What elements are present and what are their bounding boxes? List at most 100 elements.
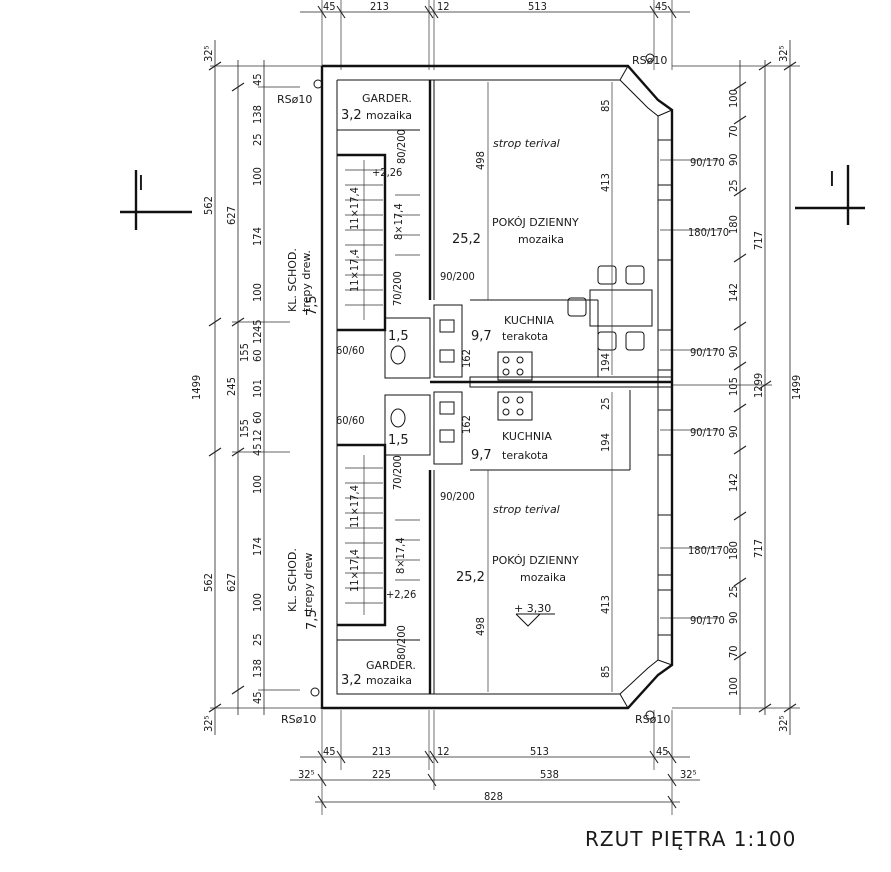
dim-li-14: 45 [251,443,264,456]
dim-ri-1: 70 [727,125,740,138]
dim-ri-14: 100 [727,677,740,696]
dim-li-6: 45 [251,319,264,332]
dim-int-door-top: 90/200 [440,270,475,283]
dim-bot1-3: 513 [530,745,549,758]
dim-int-door-bottom: 90/200 [440,490,475,503]
stair-bottom-a: 11×17,4 [348,485,361,528]
dim-ri-9: 142 [727,473,740,492]
dim-int-wc-bottom: 60/60 [336,414,365,427]
dim-int-10: 85 [599,665,612,678]
dim-li-15: 100 [251,475,264,494]
dim-int-0: 85 [599,99,612,112]
dim-li-9: 60 [251,349,264,362]
dim-int-6: 194 [599,433,612,452]
dim-bot2-0: 32⁵ [298,768,315,781]
section-mark-left: I [138,171,144,195]
dim-int-stair-top: 70/200 [391,271,404,306]
garderoba-top-area: 3,2 [341,108,362,123]
stair-top-a2: 11×17,4 [348,249,361,292]
kuchnia-bottom-finish: terakota [502,449,548,462]
win-label-2: 90/170 [690,346,725,359]
kuchnia-bottom-name: KUCHNIA [502,430,552,443]
dim-int-4: 25 [599,397,612,410]
stair-bottom-a2: 11×17,4 [348,549,361,592]
wc-top-area: 1,5 [388,329,409,344]
dim-ri-13: 70 [727,645,740,658]
stair-top-level: +2,26 [372,166,402,179]
dim-li-3: 100 [251,167,264,186]
pokoj-bottom-note: strop terival [493,503,560,516]
dim-li-4: 174 [251,227,264,246]
pokoj-top-area: 25,2 [452,232,481,247]
dim-li-8: 155 [238,343,251,362]
dim-right-mid-1: 1299 [752,373,765,398]
pokoj-top-note: strop terival [493,137,560,150]
dim-int-5: 162 [460,349,473,368]
section-mark-right: I [829,167,835,191]
dim-right-mid-2: 717 [752,539,765,558]
dim-bot1-1: 213 [372,745,391,758]
dim-left-mid-1: 245 [225,377,238,396]
kuchnia-top-finish: terakota [502,330,548,343]
dim-bot2-1: 225 [372,768,391,781]
win-label-1: 180/170 [688,226,729,239]
garderoba-bottom-finish: mozaika [366,674,412,687]
dim-ri-12: 90 [727,611,740,624]
dim-bot1-4: 45 [656,745,669,758]
dim-ri-5: 142 [727,283,740,302]
dim-overall-width: 828 [484,790,503,803]
dim-int-8: 413 [599,595,612,614]
stair-bottom-b: 8×17,4 [394,537,407,574]
dim-ri-4: 180 [727,215,740,234]
dim-bot1-2: 12 [437,745,450,758]
dim-li-11: 60 [251,411,264,424]
dim-li-13: 12 [251,429,264,442]
dim-left-outer-4: 32⁵ [202,715,215,732]
pokoj-bottom-area: 25,2 [456,570,485,585]
dim-ri-3: 25 [727,179,740,192]
kuchnia-top-name: KUCHNIA [504,314,554,327]
dim-li-7: 12 [251,331,264,344]
dim-left-mid-0: 627 [225,206,238,225]
elevation-label: + 3,30 [514,602,551,615]
dim-int-wc-top: 60/60 [336,344,365,357]
klatka-bottom-finish: trepy drew [302,553,315,612]
pokoj-top-name: POKÓJ DZIENNY [492,216,579,229]
dim-left-outer-3: 562 [202,573,215,592]
dim-ri-6: 90 [727,345,740,358]
stair-bottom-level: +2,26 [386,588,416,601]
dim-li-18: 25 [251,633,264,646]
dim-left-outer-2: 1499 [190,375,203,400]
dim-ri-7: 105 [727,377,740,396]
klatka-top-name: KL. SCHOD. [286,248,299,312]
dim-ri-10: 180 [727,541,740,560]
dim-right-mid-0: 717 [752,231,765,250]
stair-top-a: 11×17,4 [348,187,361,230]
dim-bot2-2: 538 [540,768,559,781]
garderoba-bottom-name: GARDER. [366,659,416,672]
dim-int-7: 162 [460,415,473,434]
rs-label-tl: RSø10 [277,93,312,106]
dim-li-19: 138 [251,659,264,678]
building-walls [120,53,865,720]
dim-int-1: 498 [474,151,487,170]
dim-ri-8: 90 [727,425,740,438]
dim-right-outer-1: 1499 [790,375,803,400]
klatka-top-finish: trepy drew. [300,250,313,312]
dimension-numbers: 45 213 12 513 45 45 213 12 513 45 32⁵ 22… [190,0,803,803]
dim-li-12: 155 [238,419,251,438]
dim-right-outer-2: 32⁵ [777,715,790,732]
dim-li-5: 100 [251,283,264,302]
dim-int-garder-top: 80/200 [395,129,408,164]
dim-li-16: 174 [251,537,264,556]
rs-label-br: RSø10 [635,713,670,726]
garderoba-top-finish: mozaika [366,109,412,122]
dim-int-9: 498 [474,617,487,636]
dim-right-outer-0: 32⁵ [777,45,790,62]
dim-left-outer-1: 562 [202,196,215,215]
kuchnia-bottom-area: 9,7 [471,448,492,463]
dim-li-10: 101 [251,379,264,398]
win-label-0: 90/170 [690,156,725,169]
garderoba-bottom-area: 3,2 [341,673,362,688]
